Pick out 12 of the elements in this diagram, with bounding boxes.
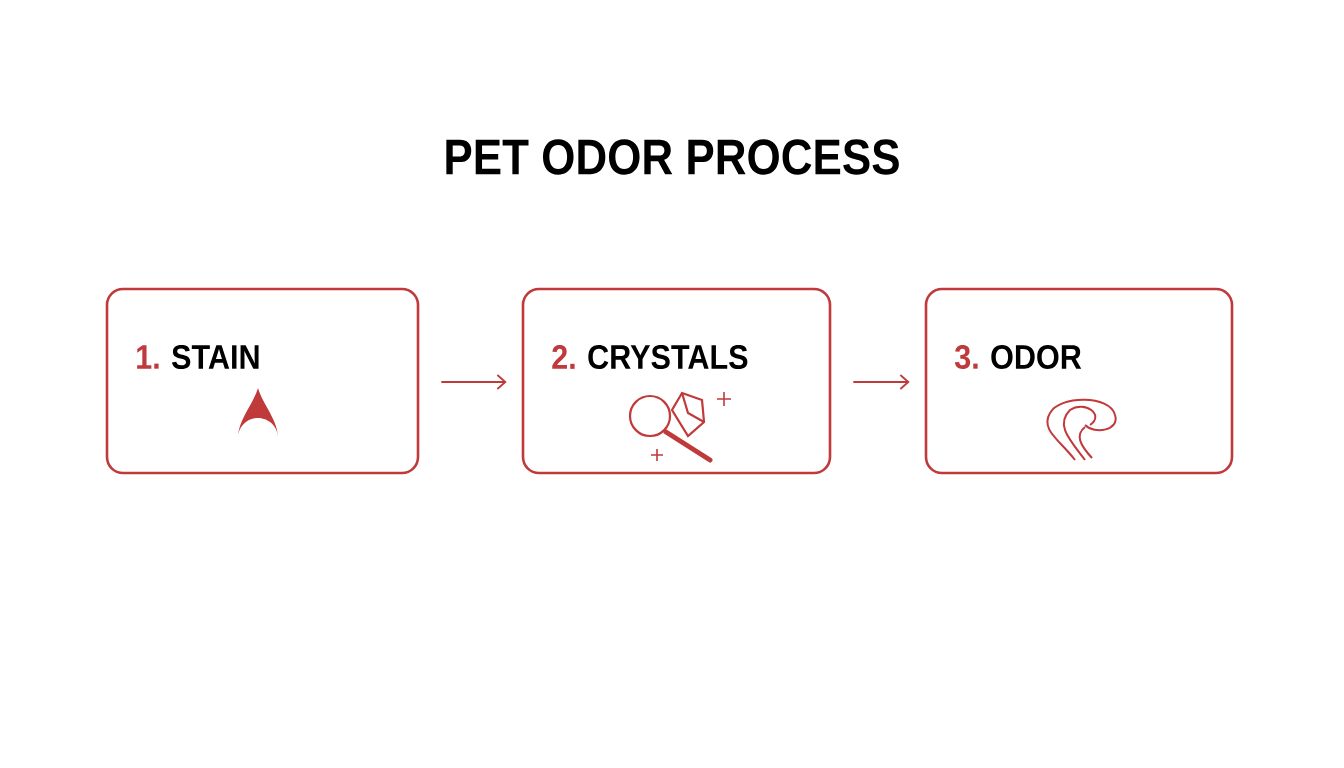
step-box [924, 287, 1234, 475]
title: PET ODOR PROCESS [446, 139, 899, 175]
step-box [521, 287, 832, 475]
step-label: CRYSTALS [588, 344, 748, 370]
step-label: ODOR [991, 344, 1082, 370]
arrow [852, 374, 910, 390]
arrow [440, 374, 507, 390]
step-label: STAIN [171, 344, 259, 370]
step-box [105, 287, 420, 475]
step-number: 2. [552, 345, 575, 369]
step-number: 1. [137, 345, 159, 369]
step-number: 3. [954, 344, 978, 370]
